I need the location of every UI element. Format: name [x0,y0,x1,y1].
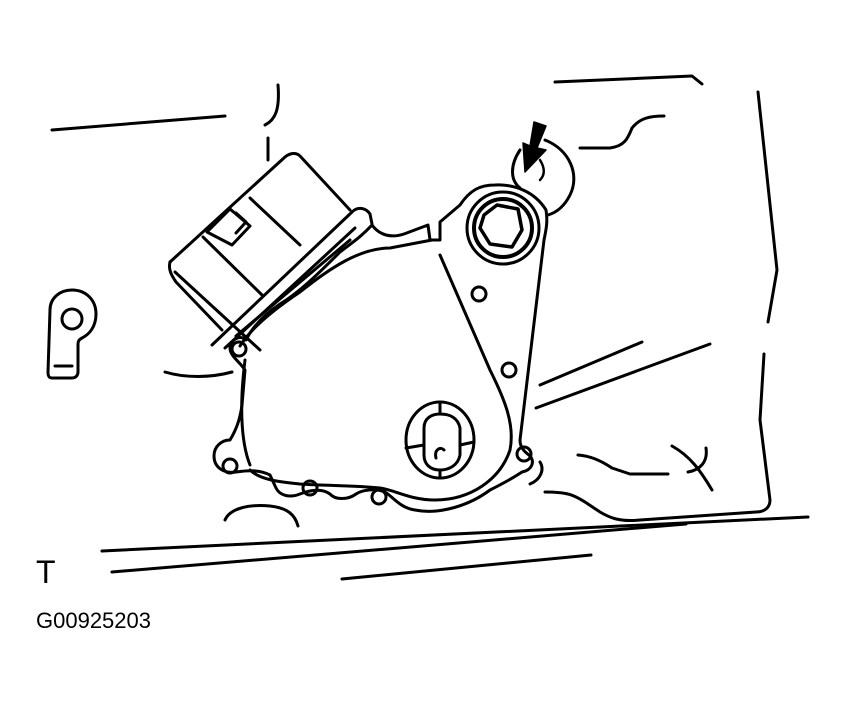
case-outline [50,74,779,522]
base-lines [100,515,810,581]
view-label: T [36,554,56,590]
switch-connector [168,152,374,352]
switch-plate [212,183,549,513]
bracket-part [46,288,98,380]
figure-id: G00925203 [36,608,151,633]
ground-curves [163,370,300,528]
arrow-callout [511,121,576,217]
selector-shaft [404,400,476,480]
